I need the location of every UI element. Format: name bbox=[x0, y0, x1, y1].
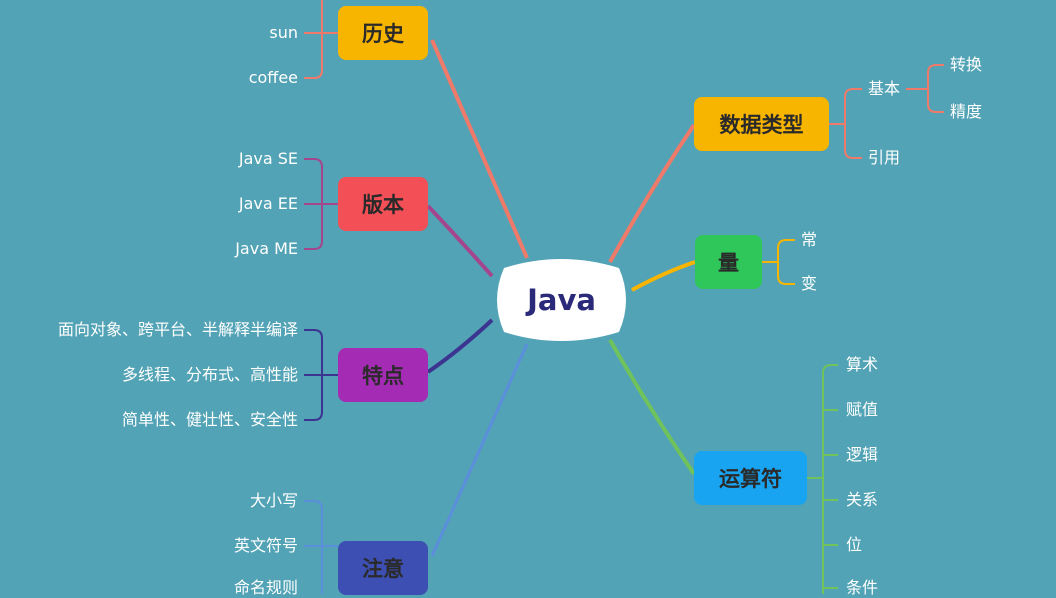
node-version[interactable]: 版本 bbox=[338, 177, 428, 231]
leaf-operators-4[interactable]: 位 bbox=[846, 535, 863, 554]
node-datatypes[interactable]: 数据类型 bbox=[694, 97, 829, 151]
leaf-features-1[interactable]: 多线程、分布式、高性能 bbox=[121, 365, 298, 384]
node-notes[interactable]: 注意 bbox=[338, 541, 428, 595]
leaf-features-0[interactable]: 面向对象、跨平台、半解释半编译 bbox=[57, 320, 298, 339]
leaf-history-0[interactable]: sun bbox=[269, 23, 298, 42]
leaf-notes-0[interactable]: 大小写 bbox=[249, 491, 298, 510]
node-features[interactable]: 特点 bbox=[338, 348, 428, 402]
leaf-operators-5[interactable]: 条件 bbox=[846, 578, 879, 597]
node-operators-label: 运算符 bbox=[719, 467, 782, 491]
leaf-version-0[interactable]: Java SE bbox=[238, 149, 298, 168]
bracket-variables bbox=[762, 239, 795, 285]
leaf-features-2[interactable]: 简单性、健壮性、安全性 bbox=[121, 410, 298, 429]
leaf-operators-1[interactable]: 赋值 bbox=[846, 400, 879, 419]
node-operators[interactable]: 运算符 bbox=[694, 451, 807, 505]
leaf-version-1[interactable]: Java EE bbox=[238, 194, 298, 213]
link-notes bbox=[430, 343, 529, 557]
leaf-datatypes-0[interactable]: 基本 bbox=[868, 79, 901, 98]
node-version-label: 版本 bbox=[362, 193, 404, 217]
leaf-operators-3[interactable]: 关系 bbox=[846, 490, 879, 509]
node-features-label: 特点 bbox=[362, 364, 404, 388]
bracket-operators bbox=[807, 364, 838, 594]
root-label: Java bbox=[527, 283, 596, 317]
root-shape bbox=[497, 259, 626, 341]
bracket-history bbox=[304, 0, 338, 79]
leaf-notes-1[interactable]: 英文符号 bbox=[233, 536, 298, 555]
root-node[interactable]: Java bbox=[490, 254, 633, 346]
leaf-datatypes-sub-0[interactable]: 转换 bbox=[950, 55, 983, 74]
leaf-variables-0[interactable]: 常 bbox=[801, 230, 818, 249]
node-history-label: 历史 bbox=[362, 22, 404, 46]
node-datatypes-label: 数据类型 bbox=[719, 113, 804, 137]
link-features bbox=[426, 318, 494, 374]
node-variables-label: 量 bbox=[718, 251, 739, 275]
bracket-datatypes bbox=[829, 64, 944, 159]
node-notes-label: 注意 bbox=[362, 557, 404, 581]
link-version bbox=[426, 204, 494, 278]
bracket-notes bbox=[304, 500, 338, 594]
leaf-datatypes-sub-1[interactable]: 精度 bbox=[950, 102, 983, 121]
link-history bbox=[430, 39, 529, 259]
leaf-variables-1[interactable]: 变 bbox=[801, 274, 818, 293]
leaf-operators-2[interactable]: 逻辑 bbox=[846, 445, 879, 464]
node-variables[interactable]: 量 bbox=[695, 235, 762, 289]
bracket-features bbox=[304, 329, 338, 421]
leaf-datatypes-1[interactable]: 引用 bbox=[868, 148, 901, 167]
node-history[interactable]: 历史 bbox=[338, 6, 428, 60]
bracket-version bbox=[304, 158, 338, 250]
link-variables bbox=[631, 260, 696, 292]
link-operators bbox=[608, 339, 696, 476]
leaf-operators-0[interactable]: 算术 bbox=[846, 355, 879, 374]
leaf-history-1[interactable]: coffee bbox=[248, 68, 298, 87]
link-datatypes bbox=[608, 123, 696, 263]
leaf-version-2[interactable]: Java ME bbox=[235, 239, 298, 258]
leaf-notes-2[interactable]: 命名规则 bbox=[233, 578, 298, 597]
